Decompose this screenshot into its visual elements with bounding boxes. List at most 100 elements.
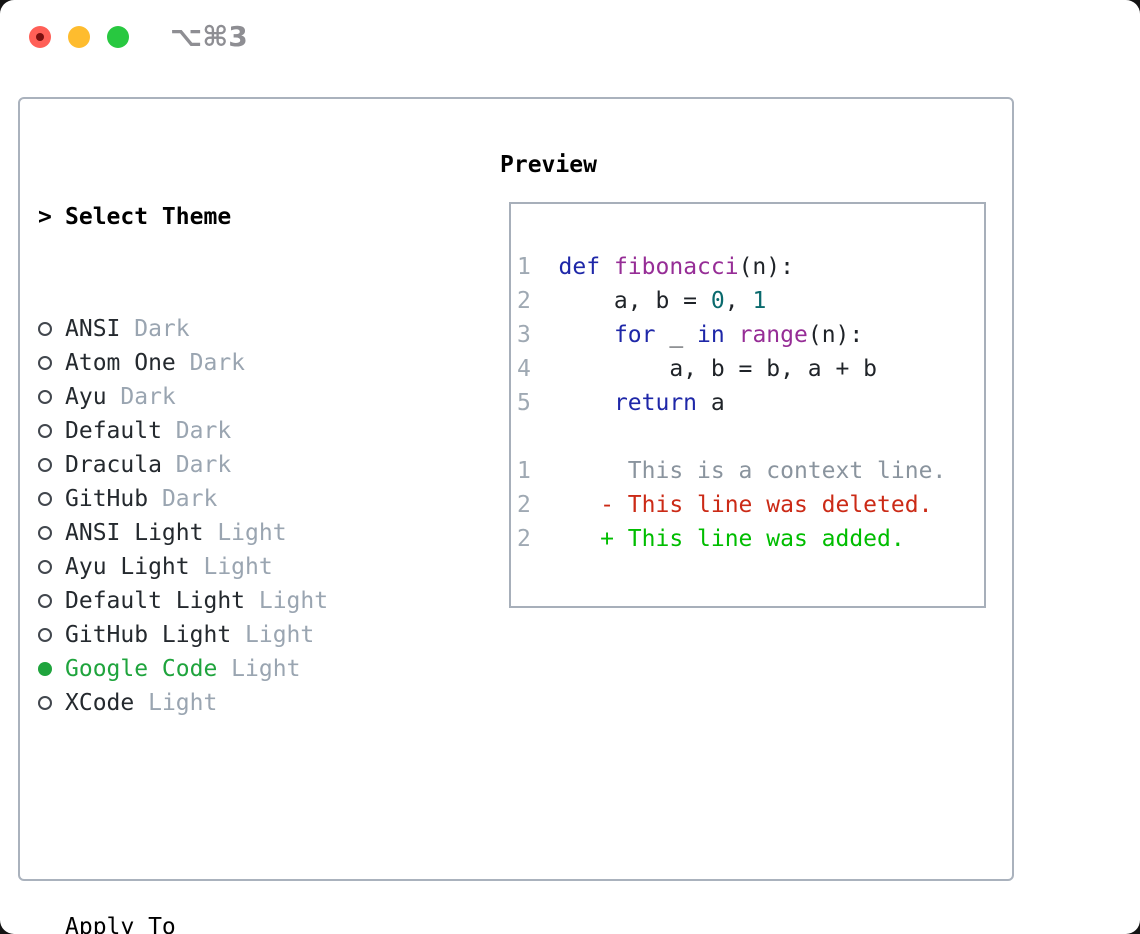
theme-select-title: Select Theme [65, 204, 232, 230]
code-line: 3 for _ in range(n): [517, 318, 984, 352]
option-variant-label: Light [134, 690, 218, 716]
code-token-plain: (n): [807, 322, 864, 348]
code-token-context: This is a context line. [558, 458, 947, 484]
theme-select-header: > Select Theme [38, 200, 426, 234]
line-number: 1 [517, 458, 559, 484]
radio-icon [38, 628, 65, 642]
minimize-button[interactable] [68, 26, 90, 48]
code-token-literal: 1 [752, 288, 767, 314]
code-token-plain: _ [655, 322, 698, 348]
option-variant-label: Dark [175, 350, 246, 376]
radio-icon [38, 390, 65, 404]
option-label: Default Light [65, 588, 246, 614]
unsaved-dot-icon [36, 33, 44, 41]
window-title: ⌥⌘3 [170, 20, 248, 53]
blank-line [517, 420, 984, 454]
option-label: ANSI [65, 316, 121, 342]
line-number: 2 [517, 492, 559, 518]
theme-option[interactable]: XCode Light [38, 686, 426, 720]
code-token-keyword: for [613, 322, 656, 348]
option-label: GitHub [65, 486, 149, 512]
option-label: Ayu Light [65, 554, 190, 580]
option-variant-label: Dark [120, 316, 190, 342]
preview-title: Preview [500, 152, 597, 178]
spacer-row [38, 798, 426, 832]
code-token-deleted: - This line was deleted. [558, 492, 933, 518]
code-token-plain: a, b = [558, 288, 711, 314]
diff-line-added: 2 + This line was added. [517, 522, 984, 556]
apply-to-header: Apply To [38, 910, 426, 934]
theme-option[interactable]: Dracula Dark [38, 448, 426, 482]
code-token-keyword: return [613, 390, 698, 416]
option-label: Default [65, 418, 162, 444]
code-line: 1 def fibonacci(n): [517, 250, 984, 284]
cursor-icon: > [38, 204, 52, 230]
theme-option[interactable]: ANSI Light Light [38, 516, 426, 550]
theme-option[interactable]: Default Dark [38, 414, 426, 448]
code-token-plain [559, 390, 614, 416]
radio-icon [38, 458, 65, 472]
line-number: 2 [517, 526, 559, 552]
diff-line-deleted: 2 - This line was deleted. [517, 488, 984, 522]
option-label: Atom One [65, 350, 176, 376]
radio-icon [38, 356, 65, 370]
line-number: 2 [517, 288, 559, 314]
theme-option[interactable]: GitHub Dark [38, 482, 426, 516]
option-variant-label: Light [217, 656, 301, 682]
code-token-literal: 0 [710, 288, 725, 314]
option-variant-label: Dark [161, 452, 232, 478]
radio-icon [38, 322, 65, 336]
diff-line-context: 1 This is a context line. [517, 454, 984, 488]
radio-icon [38, 424, 65, 438]
option-label: Dracula [65, 452, 162, 478]
radio-icon [38, 560, 65, 574]
traffic-lights [29, 26, 129, 48]
option-variant-label: Dark [148, 486, 218, 512]
radio-selected-icon [38, 662, 65, 676]
theme-option[interactable]: Ayu Dark [38, 380, 426, 414]
line-number: 3 [517, 322, 559, 348]
close-button[interactable] [29, 26, 51, 48]
radio-icon [38, 492, 65, 506]
theme-option[interactable]: Atom One Dark [38, 346, 426, 380]
theme-option[interactable]: Default Light Light [38, 584, 426, 618]
radio-icon [38, 594, 65, 608]
code-token-plain: , [724, 288, 753, 314]
option-label: Ayu [65, 384, 107, 410]
line-number: 1 [517, 254, 559, 280]
radio-icon [38, 696, 65, 710]
blank-line [517, 216, 984, 250]
code-token-plain: (n): [738, 254, 794, 280]
code-token-plain [559, 322, 614, 348]
theme-option[interactable]: ANSI Dark [38, 312, 426, 346]
option-label: ANSI Light [65, 520, 204, 546]
option-label: XCode [65, 690, 135, 716]
code-token-plain [600, 254, 614, 280]
code-line: 2 a, b = 0, 1 [517, 284, 984, 318]
code-line: 5 return a [517, 386, 984, 420]
code-token-added: + This line was added. [558, 526, 905, 552]
option-variant-label: Dark [161, 418, 232, 444]
option-variant-label: Dark [106, 384, 176, 410]
option-variant-label: Light [245, 588, 329, 614]
zoom-button[interactable] [107, 26, 129, 48]
theme-option[interactable]: Google Code Light [38, 652, 426, 686]
option-label: GitHub Light [65, 622, 232, 648]
option-variant-label: Light [203, 520, 287, 546]
code-token-keyword: def [558, 254, 601, 280]
code-token-keyword: in [697, 322, 725, 348]
preview-column: Preview [500, 148, 597, 182]
theme-option[interactable]: GitHub Light Light [38, 618, 426, 652]
code-token-plain: a, b = b, a + b [558, 356, 878, 382]
titlebar: ⌥⌘3 [0, 0, 1140, 74]
code-line: 4 a, b = b, a + b [517, 352, 984, 386]
code-token-plain: a [697, 390, 725, 416]
apply-to-title: Apply To [65, 914, 176, 934]
code-token-plain [725, 322, 739, 348]
theme-option[interactable]: Ayu Light Light [38, 550, 426, 584]
radio-icon [38, 526, 65, 540]
